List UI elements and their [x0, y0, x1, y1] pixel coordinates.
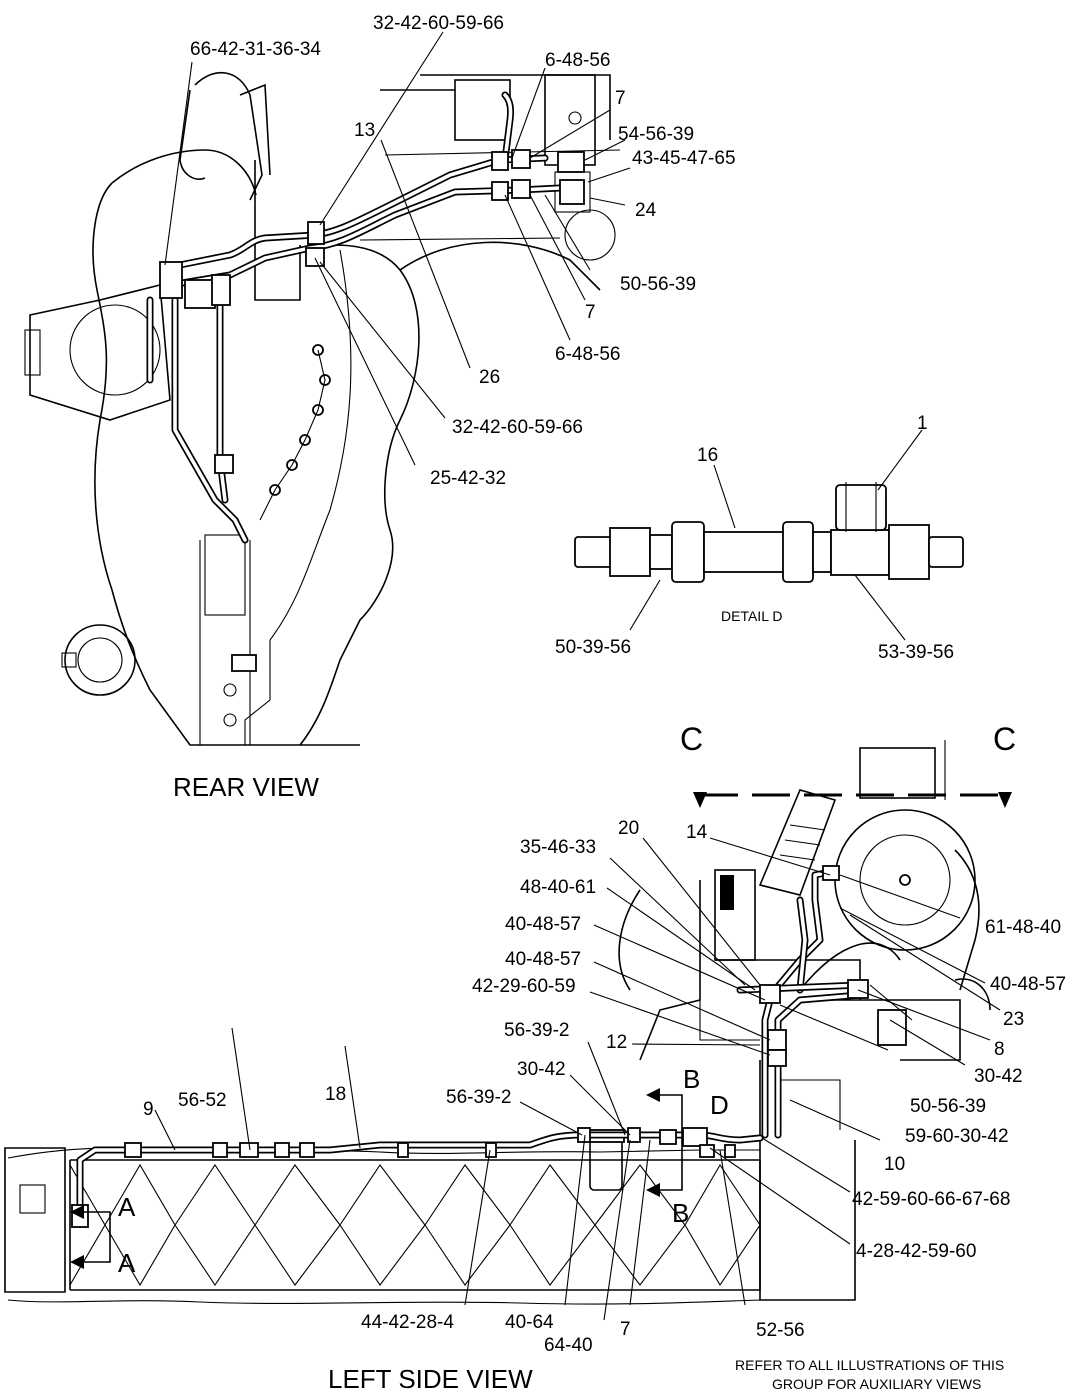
section-d: D [710, 1090, 729, 1120]
side-leader-lines [154, 837, 1001, 1321]
callout-56-39-2-bottom: 56-39-2 [446, 1087, 512, 1108]
callout-44-42-28-4: 44-42-28-4 [361, 1312, 454, 1333]
callout-7-side: 7 [620, 1319, 631, 1340]
callout-50-39-56: 50-39-56 [555, 637, 631, 658]
callout-26: 26 [479, 367, 500, 388]
side-section-markers: B B D A A [118, 1064, 729, 1278]
callout-16: 16 [697, 445, 718, 466]
callout-24: 24 [635, 200, 657, 221]
rear-view-title: REAR VIEW [173, 772, 319, 802]
detail-callouts: 1 16 50-39-56 53-39-56 [555, 413, 954, 663]
callout-32-42-60-59-66-top: 32-42-60-59-66 [373, 13, 504, 34]
callout-7-bottom: 7 [585, 302, 596, 323]
callout-66-42-31-36-34: 66-42-31-36-34 [190, 39, 321, 60]
side-callouts: 20 14 35-46-33 48-40-61 40-48-57 40-48-5… [143, 818, 1066, 1356]
callout-8: 8 [994, 1039, 1005, 1060]
section-c-left: C [680, 721, 703, 757]
rear-view-drawing [24, 71, 621, 746]
auxiliary-views-note-line2: GROUP FOR AUXILIARY VIEWS [772, 1376, 981, 1392]
callout-42-29-60-59: 42-29-60-59 [472, 976, 576, 997]
callout-18: 18 [325, 1084, 346, 1105]
section-c-right: C [993, 721, 1016, 757]
callout-50-56-39-side: 50-56-39 [910, 1096, 986, 1117]
callout-48-40-61: 48-40-61 [520, 877, 596, 898]
callout-14: 14 [686, 822, 708, 843]
section-a-bottom: A [118, 1248, 136, 1278]
callout-64-40: 64-40 [544, 1335, 593, 1356]
callout-32-42-60-59-66-bottom: 32-42-60-59-66 [452, 417, 583, 438]
section-c-c: C C [680, 721, 1016, 808]
callout-40-48-57-a: 40-48-57 [505, 914, 581, 935]
section-b-bottom: B [672, 1198, 689, 1228]
callout-7-top: 7 [615, 88, 626, 109]
callout-25-42-32: 25-42-32 [430, 468, 506, 489]
callout-6-48-56-bottom: 6-48-56 [555, 344, 621, 365]
callout-52-56: 52-56 [756, 1320, 805, 1341]
rear-callouts: 32-42-60-59-66 66-42-31-36-34 6-48-56 7 … [190, 13, 736, 489]
callout-40-48-57-b: 40-48-57 [505, 949, 581, 970]
left-side-view-title: LEFT SIDE VIEW [328, 1364, 533, 1394]
callout-40-48-57-c: 40-48-57 [990, 974, 1066, 995]
callout-54-56-39: 54-56-39 [618, 124, 694, 145]
callout-56-52: 56-52 [178, 1090, 227, 1111]
callout-53-39-56: 53-39-56 [878, 642, 954, 663]
callout-43-45-47-65: 43-45-47-65 [632, 148, 736, 169]
callout-30-42-right: 30-42 [974, 1066, 1023, 1087]
callout-50-56-39-rear: 50-56-39 [620, 274, 696, 295]
callout-23: 23 [1003, 1009, 1024, 1030]
callout-4-28-42-59-60: 4-28-42-59-60 [856, 1241, 976, 1262]
callout-59-60-30-42: 59-60-30-42 [905, 1126, 1009, 1147]
callout-9: 9 [143, 1099, 154, 1120]
callout-30-42-left: 30-42 [517, 1059, 566, 1080]
detail-d-title: DETAIL D [721, 608, 782, 624]
callout-10: 10 [884, 1154, 905, 1175]
detail-leader-lines [629, 429, 923, 641]
auxiliary-views-note-line1: REFER TO ALL ILLUSTRATIONS OF THIS [735, 1357, 1004, 1373]
callout-6-48-56-top: 6-48-56 [545, 50, 611, 71]
callout-35-46-33: 35-46-33 [520, 837, 596, 858]
section-a-top: A [118, 1192, 136, 1222]
callout-13: 13 [354, 120, 375, 141]
callout-42-59-60-66-67-68: 42-59-60-66-67-68 [852, 1189, 1010, 1210]
rear-leader-lines [164, 31, 631, 466]
callout-61-48-40: 61-48-40 [985, 917, 1061, 938]
detail-d-drawing [574, 482, 964, 583]
left-side-view-drawing [4, 740, 991, 1305]
callout-1: 1 [917, 413, 928, 434]
section-b-top: B [683, 1064, 700, 1094]
callout-40-64: 40-64 [505, 1312, 554, 1333]
callout-56-39-2-top: 56-39-2 [504, 1020, 570, 1041]
callout-20: 20 [618, 818, 639, 839]
callout-12: 12 [606, 1032, 627, 1053]
